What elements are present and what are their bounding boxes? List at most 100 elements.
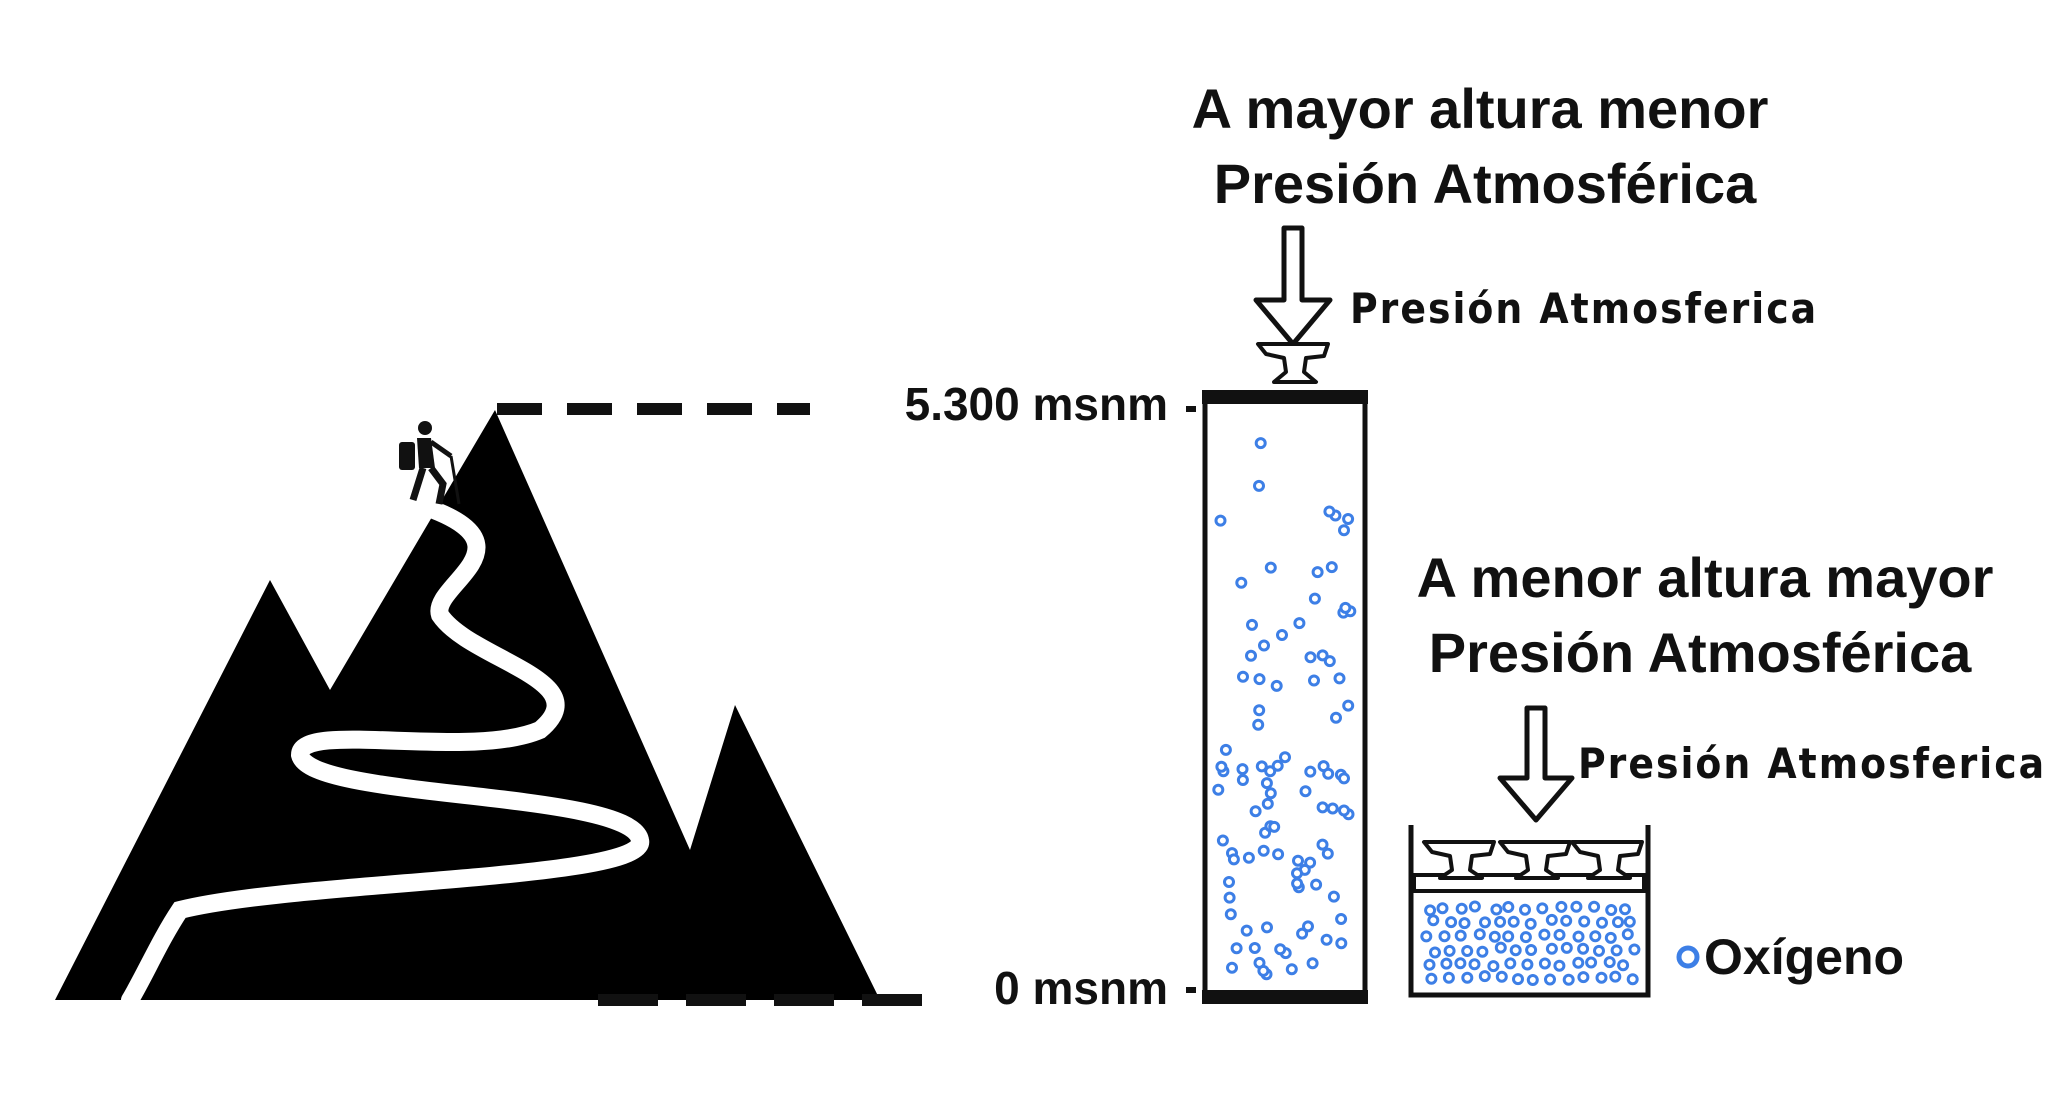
oxygen-dot-icon [1473, 928, 1486, 941]
oxygen-dot-icon [1507, 915, 1520, 928]
oxygen-dot-icon [1553, 928, 1566, 941]
oxygen-dot-icon [1338, 804, 1350, 817]
pressure-label-high: Presión Atmosferica [1350, 284, 1818, 333]
oxygen-dot-icon [1236, 763, 1249, 776]
oxygen-dot-icon [1330, 711, 1342, 724]
oxygen-dot-icon [1216, 834, 1229, 847]
oxygen-dot-icon [1442, 971, 1455, 984]
oxygen-dot-icon [1429, 946, 1441, 959]
oxygen-dot-icon [1296, 927, 1309, 940]
altitude-high-label: 5.300 msnm [905, 378, 1168, 430]
oxygen-dot-icon [1494, 915, 1507, 928]
oxygen-dot-icon [1425, 972, 1438, 985]
oxygen-dot-icon [1560, 941, 1573, 954]
oxygen-dot-icon [1292, 854, 1304, 867]
oxygen-dot-icon [1271, 759, 1284, 772]
oxygen-dot-icon [1468, 958, 1481, 971]
oxygen-dot-icon [1478, 970, 1491, 983]
oxygen-dot-icon [1253, 479, 1265, 492]
oxygen-dot-icon [1226, 961, 1238, 974]
anvil-icon [1256, 342, 1330, 384]
legend-label: Oxígeno [1704, 929, 1904, 985]
oxygen-dot-icon [1494, 941, 1507, 954]
oxygen-dot-icon [1612, 916, 1624, 929]
oxygen-dot-icon [1544, 973, 1556, 986]
oxygen-dot-icon [1326, 802, 1339, 815]
oxygen-dot-icon [1255, 760, 1268, 773]
oxygen-dot-icon [1593, 944, 1605, 957]
oxygen-dot-icon [1299, 785, 1312, 798]
oxygen-dot-icon [1578, 915, 1591, 928]
oxygen-dot-icon [1214, 514, 1227, 527]
title-high-line1: A mayor altura menor [1192, 77, 1769, 140]
oxygen-dot-icon [1617, 959, 1630, 972]
oxygen-dot-icon [1325, 561, 1338, 574]
oxygen-dot-icon [1258, 639, 1270, 652]
oxygen-dot-icon [1242, 851, 1255, 864]
oxygen-dot-icon [1476, 945, 1489, 958]
oxygen-dot-icon [1237, 670, 1249, 683]
oxygen-dot-icon [1316, 801, 1329, 814]
oxygen-dot-icon [1560, 914, 1573, 927]
oxygen-dot-icon [1310, 878, 1323, 891]
oxygen-dot-icon [1572, 930, 1585, 943]
oxygen-dot-icon [1461, 971, 1474, 984]
oxygen-dot-icon [1605, 904, 1618, 916]
oxygen-dot-icon [1553, 959, 1566, 972]
oxygen-dot-icon [1443, 944, 1456, 957]
oxygen-dot-icon [1572, 956, 1585, 969]
oxygen-dot-icon [1468, 900, 1481, 913]
title-low-line1: A menor altura mayor [1417, 546, 1994, 609]
oxygen-dot-icon [1338, 772, 1350, 785]
oxygen-dot-icon [1253, 673, 1266, 686]
oxygen-dot-icon [1626, 973, 1639, 986]
oxygen-dot-icon [1488, 930, 1501, 943]
oxygen-dot-icon [1254, 437, 1267, 450]
anvil-icon [1422, 840, 1496, 880]
oxygen-dot-icon [1490, 903, 1503, 916]
oxygen-dot-icon [1304, 765, 1317, 778]
oxygen-dot-icon [1274, 943, 1287, 956]
oxygen-dot-icon [1479, 916, 1491, 929]
oxygen-dot-icon [1610, 944, 1623, 957]
oxygen-dot-icon [1519, 931, 1532, 944]
oxygen-dot-icon [1327, 890, 1340, 903]
oxygen-dot-icon [1335, 913, 1348, 925]
oxygen-dot-icon [1454, 929, 1467, 942]
oxygen-dot-icon [1235, 576, 1248, 589]
oxygen-dot-icon [1276, 629, 1288, 641]
oxygen-dot-icon [1264, 787, 1277, 800]
down-arrow-icon [1253, 225, 1333, 347]
oxygen-dot-icon [1322, 767, 1335, 780]
oxygen-dot-icon [1249, 805, 1262, 818]
oxygen-dot-icon [1252, 718, 1265, 731]
oxygen-dot-icon [1538, 928, 1551, 941]
oxygen-dot-icon [1525, 944, 1538, 956]
hiker-icon [399, 421, 461, 505]
oxygen-dot-icon [1264, 561, 1277, 574]
oxygen-dot-icon [1321, 847, 1334, 860]
oxygen-dot-icon [1555, 900, 1568, 913]
oxygen-dot-icon [1621, 928, 1634, 941]
oxygen-dot-icon [1308, 674, 1320, 687]
down-arrow-icon [1497, 705, 1575, 823]
oxygen-particles-high [1212, 437, 1357, 981]
oxygen-dot-icon [1519, 903, 1531, 916]
oxygen-dot-icon [1316, 838, 1329, 851]
oxygen-dot-icon [1536, 902, 1549, 915]
oxygen-dot-icon [1424, 904, 1437, 917]
oxygen-dot-icon [1304, 651, 1317, 664]
oxygen-dot-icon [1545, 913, 1558, 926]
oxygen-dot-icon [1521, 958, 1534, 971]
oxygen-dot-icon [1264, 765, 1277, 778]
oxygen-dot-icon [1445, 916, 1458, 929]
oxygen-dot-icon [1261, 921, 1273, 934]
oxygen-dot-icon [1562, 973, 1575, 986]
anvil-icon [1498, 840, 1572, 880]
oxygen-dot-icon [1270, 679, 1283, 692]
oxygen-dot-icon [1245, 649, 1257, 662]
oxygen-dot-icon [1293, 617, 1306, 630]
oxygen-dot-icon [1215, 760, 1228, 773]
oxygen-dot-icon [1246, 618, 1258, 631]
